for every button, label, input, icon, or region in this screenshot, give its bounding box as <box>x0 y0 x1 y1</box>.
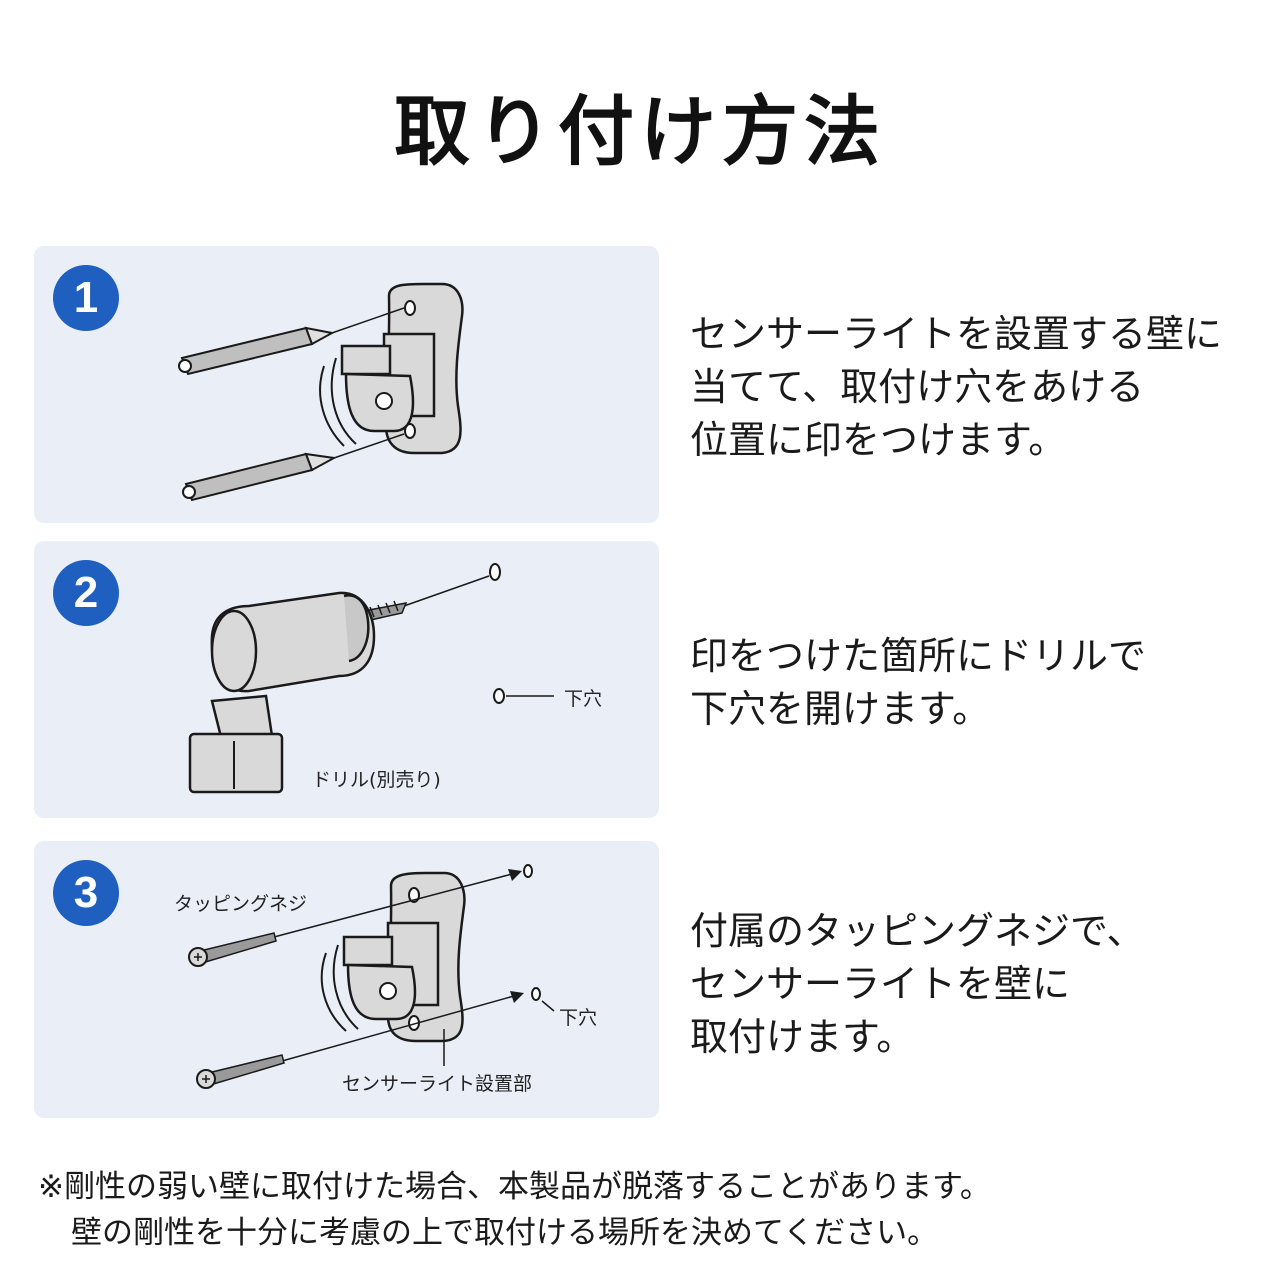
screw-label: タッピングネジ <box>174 893 308 915</box>
step-2-illustration <box>188 563 554 794</box>
step-3-line: センサーライトを壁に <box>690 962 1071 1006</box>
step-1-line: 当てて、取付け穴をあける <box>690 365 1145 409</box>
step-3-text: 付属のタッピングネジで、 センサーライトを壁に 取付けます。 <box>690 905 1260 1064</box>
step-2-text: 印をつけた箇所にドリルで 下穴を開けます。 <box>690 630 1260 736</box>
step-1-line: 位置に印をつけます。 <box>690 418 1067 462</box>
mount-label: センサーライト設置部 <box>342 1073 533 1095</box>
page-title: 取り付け方法 <box>394 87 886 176</box>
caution-note: ※剛性の弱い壁に取付けた場合、本製品が脱落することがあります。 壁の剛性を十分に… <box>38 1164 1258 1256</box>
caution-line: 壁の剛性を十分に考慮の上で取付ける場所を決めてください。 <box>71 1215 939 1251</box>
step-3-badge: 3 <box>53 860 119 926</box>
pilot-hole-label: 下穴 <box>559 1007 598 1029</box>
step-3-line: 取付けます。 <box>690 1015 915 1059</box>
step-2-panel: 2 下穴 ドリル(別売り) <box>34 541 659 818</box>
step-1-line: センサーライトを設置する壁に <box>690 312 1223 356</box>
drill-label: ドリル(別売り) <box>312 769 441 791</box>
step-1-illustration <box>178 282 464 502</box>
caution-line: ※剛性の弱い壁に取付けた場合、本製品が脱落することがあります。 <box>38 1169 991 1205</box>
step-2-badge: 2 <box>53 560 119 626</box>
step-2-line: 印をつけた箇所にドリルで <box>690 634 1147 678</box>
step-1-text: センサーライトを設置する壁に 当てて、取付け穴をあける 位置に印をつけます。 <box>690 308 1260 467</box>
step-3-illustration <box>188 864 555 1089</box>
step-3-line: 付属のタッピングネジで、 <box>690 909 1145 953</box>
step-3-panel: 3 タッピングネジ 下穴 センサーライト設置部 <box>34 841 659 1118</box>
step-1-panel: 1 <box>34 246 659 523</box>
step-2-line: 下穴を開けます。 <box>690 687 991 731</box>
pilot-hole-label: 下穴 <box>564 688 603 710</box>
step-1-badge: 1 <box>53 265 119 331</box>
